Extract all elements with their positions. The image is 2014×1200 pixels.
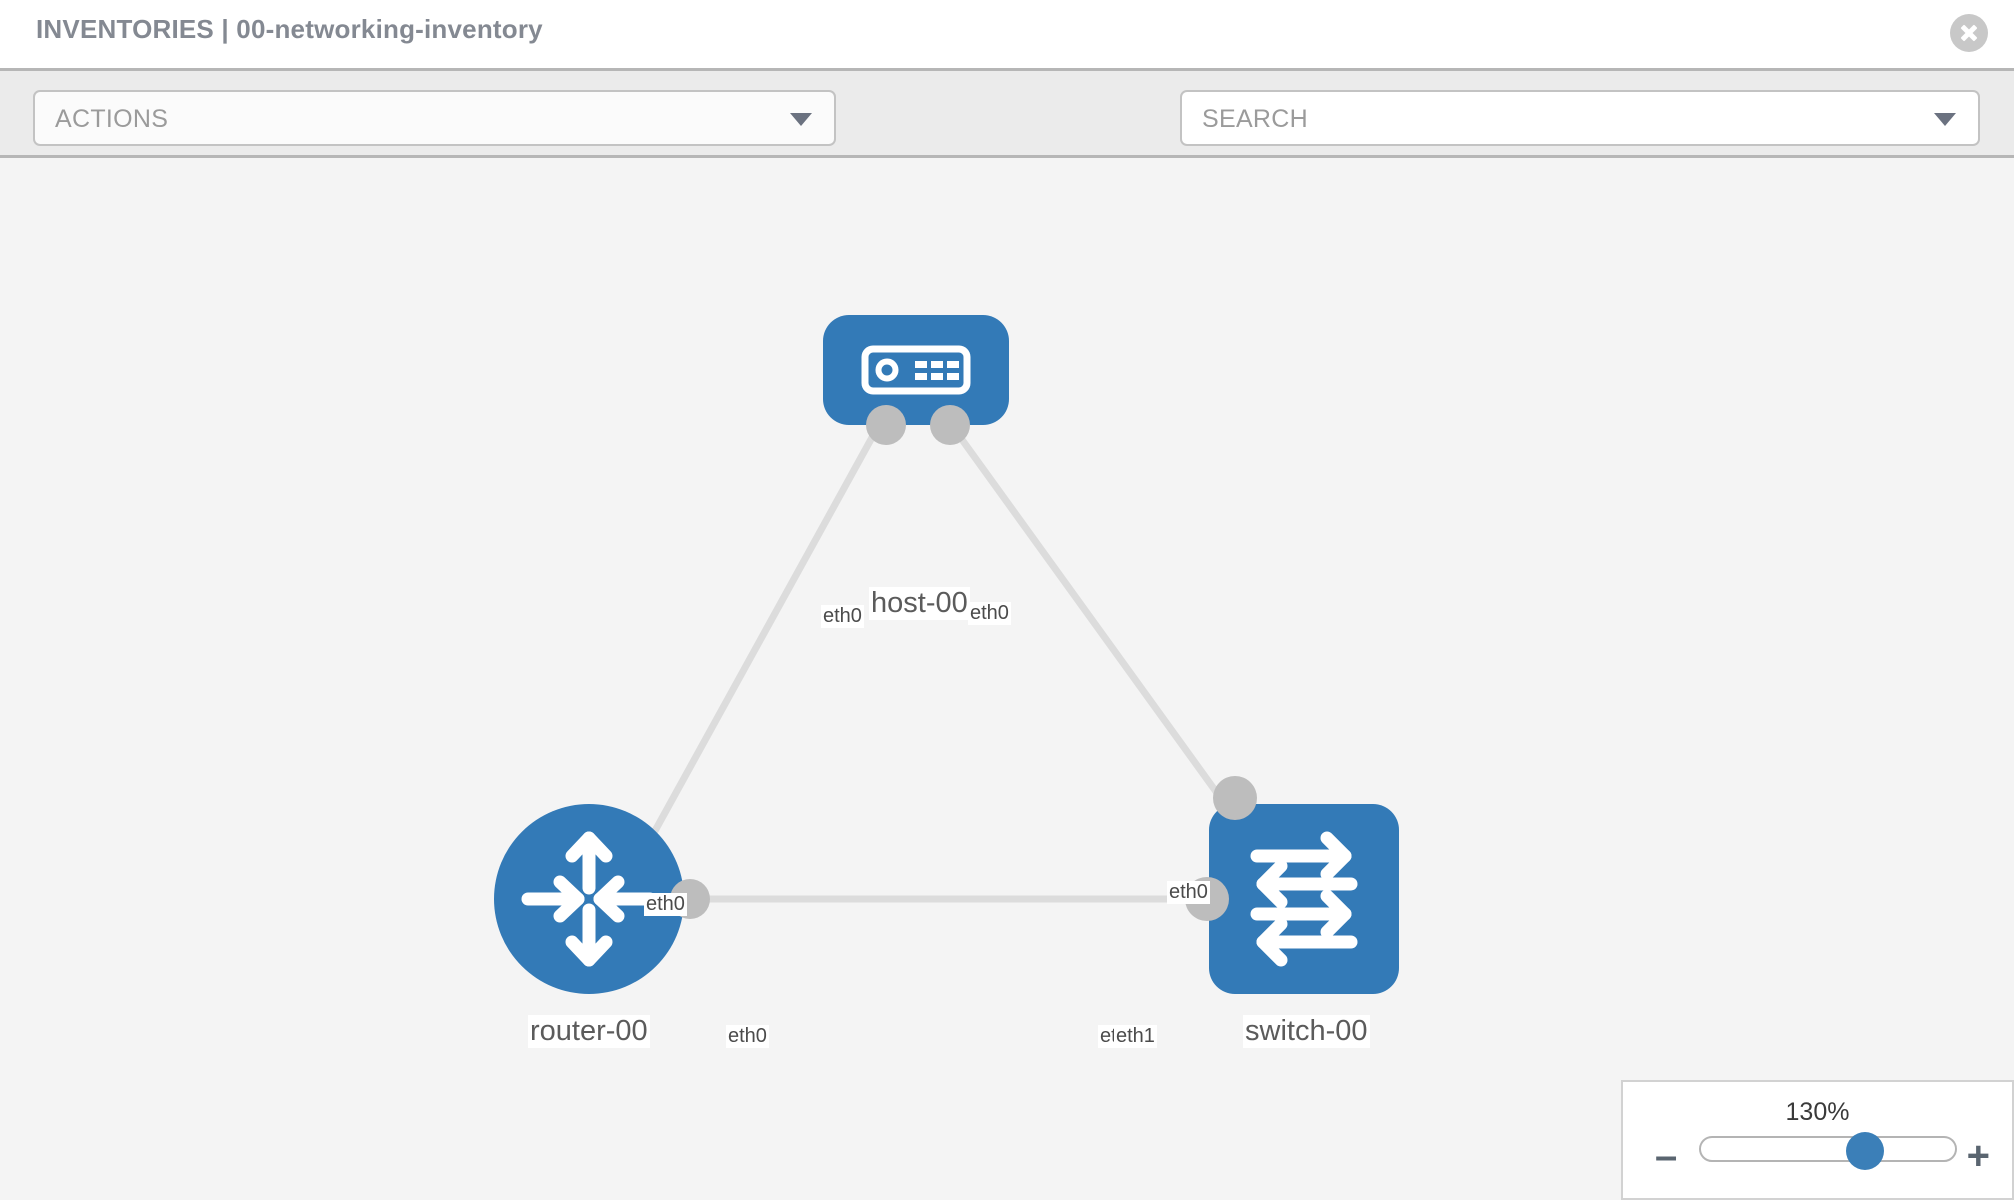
nub-switch-top: [1213, 776, 1257, 820]
node-host-00[interactable]: [823, 315, 1009, 425]
iface-label-host-left: eth0: [821, 605, 864, 628]
nub-host-right: [930, 405, 970, 445]
switch-arrows-icon: [1250, 831, 1358, 967]
toolbar: ACTIONS SEARCH: [0, 68, 2014, 205]
chevron-down-icon: [1934, 113, 1956, 126]
node-label-host-00: host-00: [869, 587, 970, 620]
zoom-out-button[interactable]: –: [1655, 1134, 1678, 1178]
window-header: INVENTORIES | 00-networking-inventory: [0, 0, 2014, 68]
zoom-slider-thumb[interactable]: [1846, 1132, 1884, 1170]
node-label-switch-00: switch-00: [1243, 1015, 1370, 1048]
search-input[interactable]: SEARCH: [1180, 90, 1980, 146]
iface-label-router-right: eth0: [726, 1025, 769, 1048]
zoom-level-value: 130%: [1785, 1098, 1850, 1126]
zoom-in-button[interactable]: +: [1966, 1134, 1990, 1178]
iface-label-switch-up: eth0: [1167, 881, 1210, 904]
zoom-slider-track[interactable]: [1699, 1132, 1957, 1170]
router-arrows-icon: [521, 831, 657, 967]
server-icon: [861, 345, 971, 395]
topology-links: [636, 420, 1238, 903]
zoom-control-panel[interactable]: 130% – +: [1621, 1080, 2014, 1200]
nub-host-left: [866, 405, 906, 445]
iface-label-host-right: eth0: [968, 602, 1011, 625]
node-label-router-00: router-00: [528, 1015, 650, 1048]
node-router-00[interactable]: [494, 804, 684, 994]
actions-dropdown[interactable]: ACTIONS: [33, 90, 836, 146]
chevron-down-icon: [790, 113, 812, 126]
topology-canvas[interactable]: host-00 router-00: [0, 158, 2014, 1200]
iface-label-router-up: eth0: [644, 893, 687, 916]
close-icon[interactable]: [1950, 14, 1988, 52]
iface-label-switch-left: eth1: [1114, 1025, 1157, 1048]
search-placeholder: SEARCH: [1202, 105, 1308, 133]
actions-dropdown-label: ACTIONS: [55, 105, 169, 133]
page-title: INVENTORIES | 00-networking-inventory: [36, 14, 543, 44]
node-switch-00[interactable]: [1209, 804, 1399, 994]
